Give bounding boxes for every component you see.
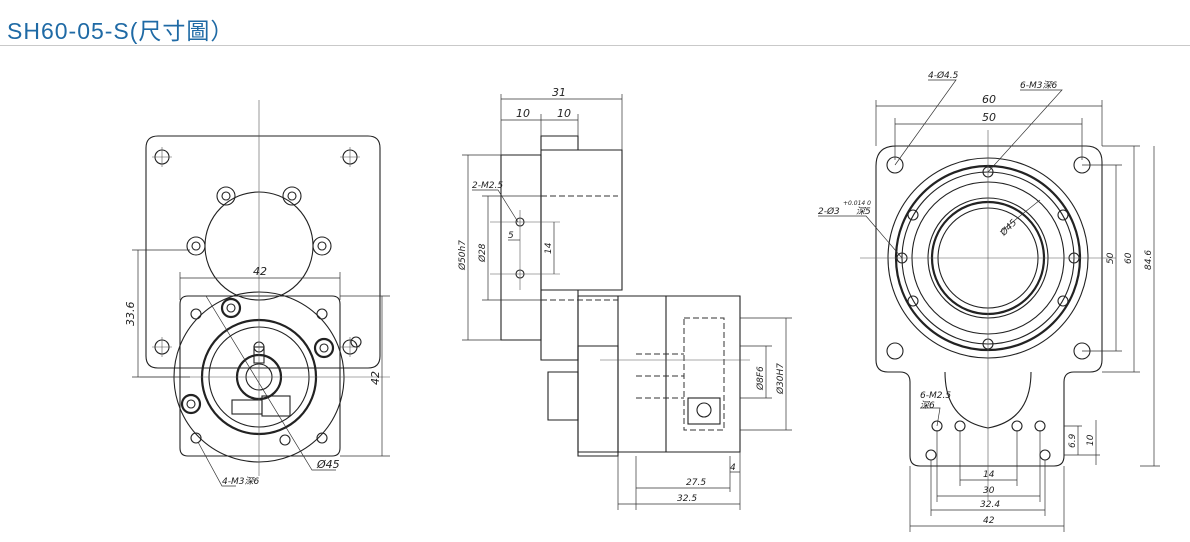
holes-4-m3: 4-M3深6 — [222, 476, 259, 487]
dim-27-5: 27.5 — [686, 478, 706, 488]
holes-6-m2-5: 6-M2.5 — [920, 391, 951, 401]
title-underline — [0, 45, 1190, 46]
page-title: SH60-05-S(尺寸圖） — [7, 18, 235, 44]
dim-phi45-rear: Ø45 — [998, 217, 1020, 239]
dim-4: 4 — [730, 463, 736, 473]
dim-33-6: 33.6 — [124, 302, 137, 327]
holes-4-phi4-5: 4-Ø4.5 — [928, 70, 959, 81]
dim-phi30h7: Ø30H7 — [775, 363, 786, 395]
dim-5: 5 — [508, 231, 514, 241]
front-view: 42 33.6 42 Ø45 4-M3深6 — [124, 100, 390, 487]
pin-2-phi3: 2-Ø3 — [818, 206, 840, 217]
dim-6-9: 6.9 — [1068, 433, 1078, 448]
dim-42-top: 42 — [253, 265, 267, 278]
dim-42-rear: 42 — [983, 516, 995, 526]
dim-31: 31 — [552, 86, 566, 99]
pin-tolerance: +0.014 0 — [843, 200, 871, 207]
dim-84-6: 84.6 — [1144, 250, 1154, 270]
dim-14-side: 14 — [544, 242, 554, 254]
dim-10-b: 10 — [557, 107, 571, 120]
side-view: 31 10 10 2-M2.5 5 14 Ø50h7 Ø28 Ø8F6 Ø30H… — [457, 86, 792, 510]
dim-50-vert: 50 — [1106, 252, 1116, 264]
dim-60-vert: 60 — [1124, 252, 1134, 264]
dim-phi45: Ø45 — [316, 458, 340, 471]
dim-phi28: Ø28 — [477, 243, 488, 263]
label-2-m2-5: 2-M2.5 — [472, 181, 503, 191]
dim-32-5: 32.5 — [677, 494, 697, 504]
dim-14-rear: 14 — [983, 470, 995, 480]
holes-6-m2-5-depth: 深6 — [920, 400, 935, 411]
rear-view: 4-Ø4.5 6-M3深6 60 50 2-Ø3 +0.014 0 深5 Ø45… — [818, 70, 1160, 532]
dim-10: 10 — [1086, 434, 1096, 446]
dim-phi50h7: Ø50h7 — [457, 240, 468, 271]
dim-42-right: 42 — [369, 371, 382, 385]
pin-depth: 深5 — [856, 206, 871, 217]
dim-50-top: 50 — [982, 111, 996, 124]
dim-phi8f6: Ø8F6 — [755, 366, 766, 391]
dim-30: 30 — [983, 486, 995, 496]
dim-10-a: 10 — [516, 107, 530, 120]
dim-32-4: 32.4 — [980, 500, 1000, 510]
dim-60-top: 60 — [982, 93, 996, 106]
holes-6-m3: 6-M3深6 — [1020, 80, 1057, 91]
